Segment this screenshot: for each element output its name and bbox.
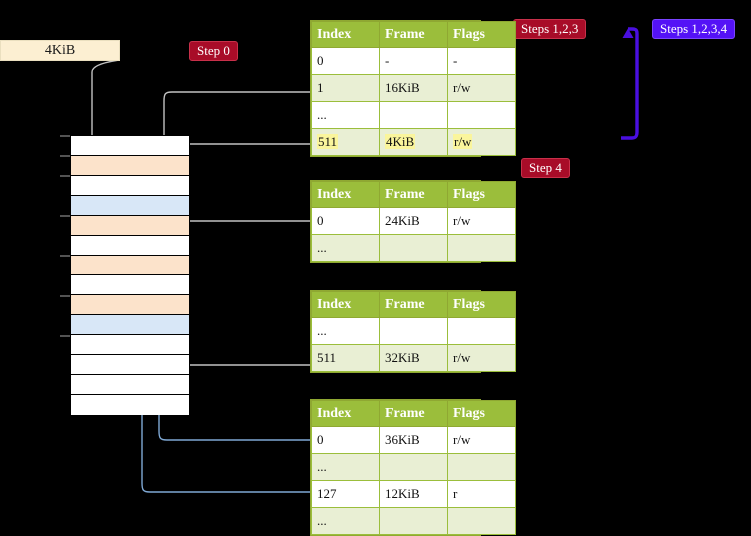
- memory-frame-row: [71, 315, 189, 336]
- cell-index: 0: [311, 207, 380, 235]
- cell-flags: r: [447, 480, 516, 508]
- memory-frame-row: [71, 335, 189, 356]
- badge-steps-123: Steps 1,2,3: [513, 19, 587, 39]
- table-header-row: Index Frame Flags: [311, 400, 516, 427]
- cell-frame: 24KiB: [379, 207, 448, 235]
- memory-frame-row: [71, 375, 189, 395]
- cell-flags: r/w: [447, 128, 516, 156]
- wire-pdpt-idx0: [179, 220, 312, 262]
- col-header-flags: Flags: [447, 21, 516, 48]
- cell-frame: [379, 101, 448, 129]
- cell-index: 0: [311, 426, 380, 454]
- cell-index: 511: [311, 128, 380, 156]
- cell-flags: r/w: [447, 74, 516, 102]
- table-row: ...: [311, 453, 516, 481]
- physical-memory-frames: [70, 135, 190, 415]
- table-row: ...: [311, 507, 516, 535]
- table-header-row: Index Frame Flags: [311, 21, 516, 48]
- cell-index: 1: [311, 74, 380, 102]
- size-label-box: 4KiB: [0, 40, 120, 61]
- table-header-row: Index Frame Flags: [311, 181, 516, 208]
- cell-frame: -: [379, 47, 448, 75]
- badge-steps-1234: Steps 1,2,3,4: [652, 19, 736, 39]
- cell-frame: [379, 453, 448, 481]
- wire-pml4-idx511: [168, 143, 312, 156]
- cell-index: ...: [311, 317, 380, 345]
- cell-frame: [379, 234, 448, 262]
- memory-frame-row: [71, 155, 189, 176]
- cell-index: ...: [311, 453, 380, 481]
- memory-frame-row: [71, 195, 189, 216]
- col-header-index: Index: [311, 181, 380, 208]
- cell-flags: [447, 507, 516, 535]
- cell-flags: r/w: [447, 426, 516, 454]
- cell-frame: 16KiB: [379, 74, 448, 102]
- cell-flags: [447, 234, 516, 262]
- cell-index: ...: [311, 507, 380, 535]
- cell-index: 511: [311, 344, 380, 372]
- col-header-frame: Frame: [379, 21, 448, 48]
- table-row: 511 4KiB r/w: [311, 128, 516, 156]
- table-row: ...: [311, 101, 516, 129]
- col-header-frame: Frame: [379, 181, 448, 208]
- col-header-flags: Flags: [447, 181, 516, 208]
- badge-step-4: Step 4: [521, 158, 570, 178]
- memory-frame-row: [71, 355, 189, 376]
- memory-frame-row: [71, 295, 189, 316]
- col-header-index: Index: [311, 400, 380, 427]
- cell-flags: [447, 317, 516, 345]
- col-header-index: Index: [311, 21, 380, 48]
- cell-flags: [447, 453, 516, 481]
- cell-frame: [379, 317, 448, 345]
- table-row: ...: [311, 317, 516, 345]
- cell-index: ...: [311, 101, 380, 129]
- cell-index: ...: [311, 234, 380, 262]
- cell-flags: -: [447, 47, 516, 75]
- memory-frame-row: [71, 215, 189, 236]
- memory-frame-row: [71, 235, 189, 256]
- table-row: 0--: [311, 47, 516, 75]
- col-header-flags: Flags: [447, 291, 516, 318]
- cell-highlight: 4KiB: [385, 134, 416, 149]
- cell-highlight: r/w: [453, 134, 473, 149]
- col-header-frame: Frame: [379, 400, 448, 427]
- col-header-flags: Flags: [447, 400, 516, 427]
- cell-flags: r/w: [447, 344, 516, 372]
- badge-step-0: Step 0: [189, 41, 238, 61]
- memory-frame-row: [71, 255, 189, 276]
- memory-frame-row: [71, 394, 189, 415]
- cell-frame: 36KiB: [379, 426, 448, 454]
- table-row: ...: [311, 234, 516, 262]
- cell-frame: 12KiB: [379, 480, 448, 508]
- memory-frame-row: [71, 275, 189, 296]
- col-header-index: Index: [311, 291, 380, 318]
- col-header-frame: Frame: [379, 291, 448, 318]
- cell-flags: [447, 101, 516, 129]
- cell-index: 0: [311, 47, 380, 75]
- memory-frame-row: [71, 136, 189, 156]
- wire-pd-idx511: [167, 308, 312, 366]
- cell-highlight: 511: [317, 134, 339, 149]
- cell-frame: [379, 507, 448, 535]
- cell-frame: 32KiB: [379, 344, 448, 372]
- wire-steps-bracket: [621, 27, 639, 140]
- cell-index: 127: [311, 480, 380, 508]
- memory-frame-row: [71, 175, 189, 196]
- table-header-row: Index Frame Flags: [311, 291, 516, 318]
- cell-frame: 4KiB: [379, 128, 448, 156]
- cell-flags: r/w: [447, 207, 516, 235]
